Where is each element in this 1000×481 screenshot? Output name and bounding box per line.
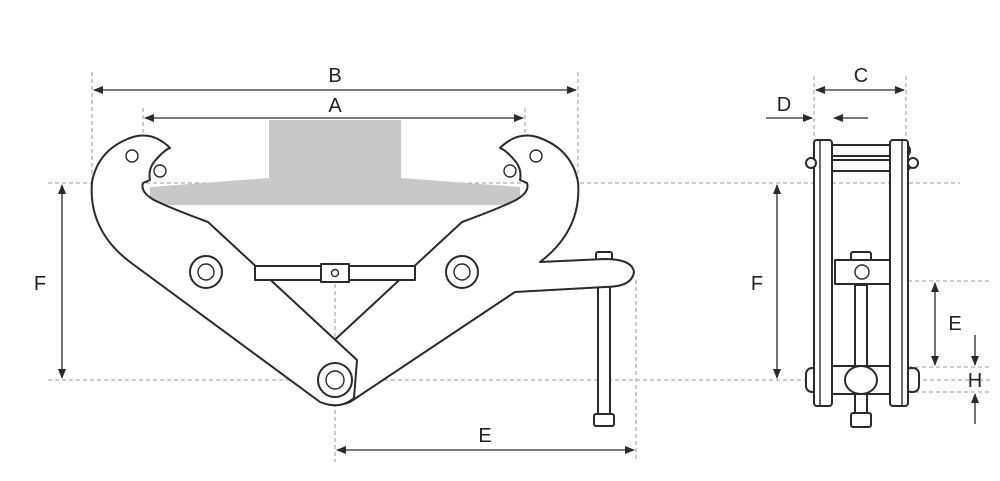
label-a: A: [328, 95, 342, 117]
dimension-labels: B A F E C D F E H: [34, 65, 982, 447]
label-h: H: [968, 370, 982, 392]
label-f-side: F: [751, 273, 763, 295]
front-view: [90, 120, 635, 427]
label-b: B: [328, 65, 341, 87]
left-jaw: [90, 134, 358, 407]
side-view: [805, 139, 920, 428]
label-d: D: [777, 94, 791, 116]
label-f-front: F: [34, 273, 46, 295]
cross-link: [254, 263, 416, 283]
dimension-lines: [58, 86, 979, 454]
label-c: C: [854, 65, 868, 87]
label-e-front: E: [478, 425, 491, 447]
label-e-side: E: [948, 313, 961, 335]
beam-load: [150, 120, 520, 205]
pins: [125, 149, 543, 398]
